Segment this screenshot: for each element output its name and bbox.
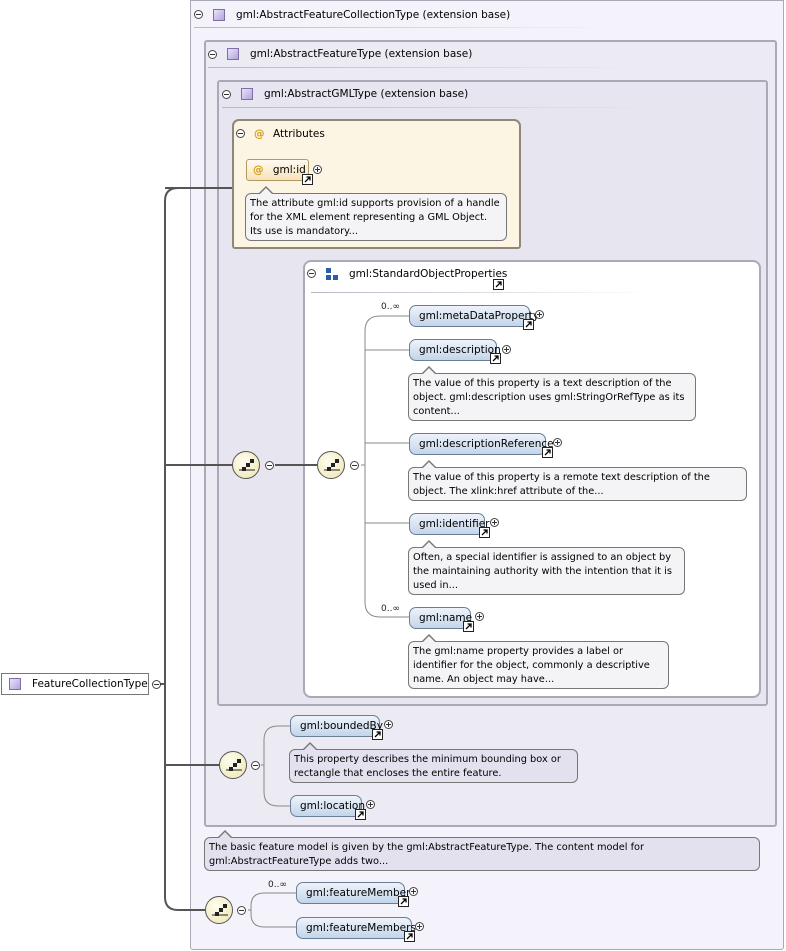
feature-type-note: The basic feature model is given by the … bbox=[204, 830, 760, 871]
element-description-note: The value of this property is a text des… bbox=[408, 366, 696, 421]
element-label: gml:description bbox=[419, 344, 501, 356]
collapse-attributes-toggle[interactable] bbox=[236, 129, 245, 138]
element-label: gml:location bbox=[300, 800, 366, 812]
link-icon[interactable] bbox=[372, 729, 383, 740]
sequence-compositor-feature[interactable] bbox=[219, 751, 247, 779]
element-label: gml:featureMember bbox=[306, 887, 411, 899]
collapse-sequence-toggle[interactable] bbox=[251, 761, 260, 770]
element-featuremembers[interactable]: gml:featureMembers bbox=[296, 917, 416, 939]
element-description[interactable]: gml:description bbox=[409, 339, 501, 361]
attribute-gml-id[interactable]: @ gml:id bbox=[246, 159, 309, 181]
cardinality-label: 0..∞ bbox=[381, 604, 400, 614]
header-divider bbox=[222, 107, 652, 108]
element-boundedby[interactable]: gml:boundedBy bbox=[290, 715, 383, 737]
link-icon[interactable] bbox=[542, 447, 553, 458]
header-divider bbox=[194, 27, 614, 28]
expand-toggle[interactable] bbox=[535, 310, 544, 319]
element-boundedby-note: This property describes the minimum boun… bbox=[289, 742, 578, 783]
expand-toggle[interactable] bbox=[475, 612, 484, 621]
element-label: gml:boundedBy bbox=[300, 720, 383, 732]
link-icon[interactable] bbox=[302, 174, 313, 185]
collapse-root-toggle[interactable] bbox=[152, 680, 161, 689]
link-icon[interactable] bbox=[404, 931, 415, 942]
sequence-compositor-collection[interactable] bbox=[205, 896, 233, 924]
collapse-sequence-toggle[interactable] bbox=[350, 461, 359, 470]
root-label: FeatureCollectionType bbox=[32, 678, 148, 690]
expand-toggle[interactable] bbox=[384, 720, 393, 729]
group-icon bbox=[326, 268, 338, 280]
attribute-icon: @ bbox=[253, 164, 264, 176]
element-name[interactable]: gml:name bbox=[409, 607, 473, 629]
link-icon[interactable] bbox=[463, 621, 474, 632]
element-identifier[interactable]: gml:identifier bbox=[409, 513, 489, 535]
gml-type-header: gml:AbstractGMLType (extension base) bbox=[264, 88, 469, 100]
link-icon[interactable] bbox=[493, 279, 504, 290]
expand-toggle[interactable] bbox=[490, 518, 499, 527]
cardinality-label: 0..∞ bbox=[268, 880, 287, 890]
attribute-gml-id-note: The attribute gml:id supports provision … bbox=[245, 186, 507, 241]
header-divider bbox=[311, 292, 651, 293]
collapse-feature-toggle[interactable] bbox=[208, 50, 217, 59]
attributes-header: Attributes bbox=[273, 128, 325, 140]
link-icon[interactable] bbox=[398, 896, 409, 907]
element-metadataproperty[interactable]: gml:metaDataProperty bbox=[409, 305, 539, 327]
std-header: gml:StandardObjectProperties bbox=[349, 268, 508, 280]
collapse-gml-toggle[interactable] bbox=[222, 90, 231, 99]
link-icon[interactable] bbox=[523, 319, 534, 330]
collapse-collection-toggle[interactable] bbox=[194, 10, 203, 19]
collection-type-header: gml:AbstractFeatureCollectionType (exten… bbox=[236, 9, 511, 21]
element-descriptionreference-note: The value of this property is a remote t… bbox=[408, 460, 747, 501]
attribute-icon: @ bbox=[254, 128, 265, 140]
attribute-gml-id-label: gml:id bbox=[272, 164, 306, 176]
header-divider bbox=[208, 67, 638, 68]
complex-type-icon bbox=[9, 678, 21, 690]
complex-type-icon bbox=[227, 48, 239, 60]
sequence-compositor-std[interactable] bbox=[317, 451, 345, 479]
element-label: gml:descriptionReference bbox=[419, 438, 554, 450]
link-icon[interactable] bbox=[479, 527, 490, 538]
complex-type-icon bbox=[241, 88, 253, 100]
expand-toggle[interactable] bbox=[366, 800, 375, 809]
element-descriptionreference[interactable]: gml:descriptionReference bbox=[409, 433, 554, 455]
element-identifier-note: Often, a special identifier is assigned … bbox=[408, 540, 685, 595]
collapse-std-toggle[interactable] bbox=[307, 269, 316, 278]
element-label: gml:name bbox=[419, 612, 473, 624]
expand-toggle[interactable] bbox=[502, 345, 511, 354]
expand-toggle[interactable] bbox=[553, 438, 562, 447]
expand-toggle[interactable] bbox=[415, 922, 424, 931]
expand-toggle[interactable] bbox=[313, 165, 322, 174]
complex-type-icon bbox=[213, 9, 225, 21]
element-label: gml:identifier bbox=[419, 518, 490, 530]
expand-toggle[interactable] bbox=[409, 887, 418, 896]
element-label: gml:featureMembers bbox=[306, 922, 416, 934]
collapse-sequence-toggle[interactable] bbox=[237, 906, 246, 915]
element-name-note: The gml:name property provides a label o… bbox=[408, 634, 669, 689]
element-featuremember[interactable]: gml:featureMember bbox=[296, 882, 410, 904]
link-icon[interactable] bbox=[490, 353, 501, 364]
feature-type-header: gml:AbstractFeatureType (extension base) bbox=[250, 48, 473, 60]
element-label: gml:metaDataProperty bbox=[419, 310, 540, 322]
cardinality-label: 0..∞ bbox=[381, 302, 400, 312]
root-feature-collection-type[interactable]: FeatureCollectionType bbox=[1, 673, 149, 695]
link-icon[interactable] bbox=[355, 809, 366, 820]
collapse-sequence-toggle[interactable] bbox=[265, 461, 274, 470]
element-location[interactable]: gml:location bbox=[290, 795, 366, 817]
sequence-compositor-gml[interactable] bbox=[232, 451, 260, 479]
